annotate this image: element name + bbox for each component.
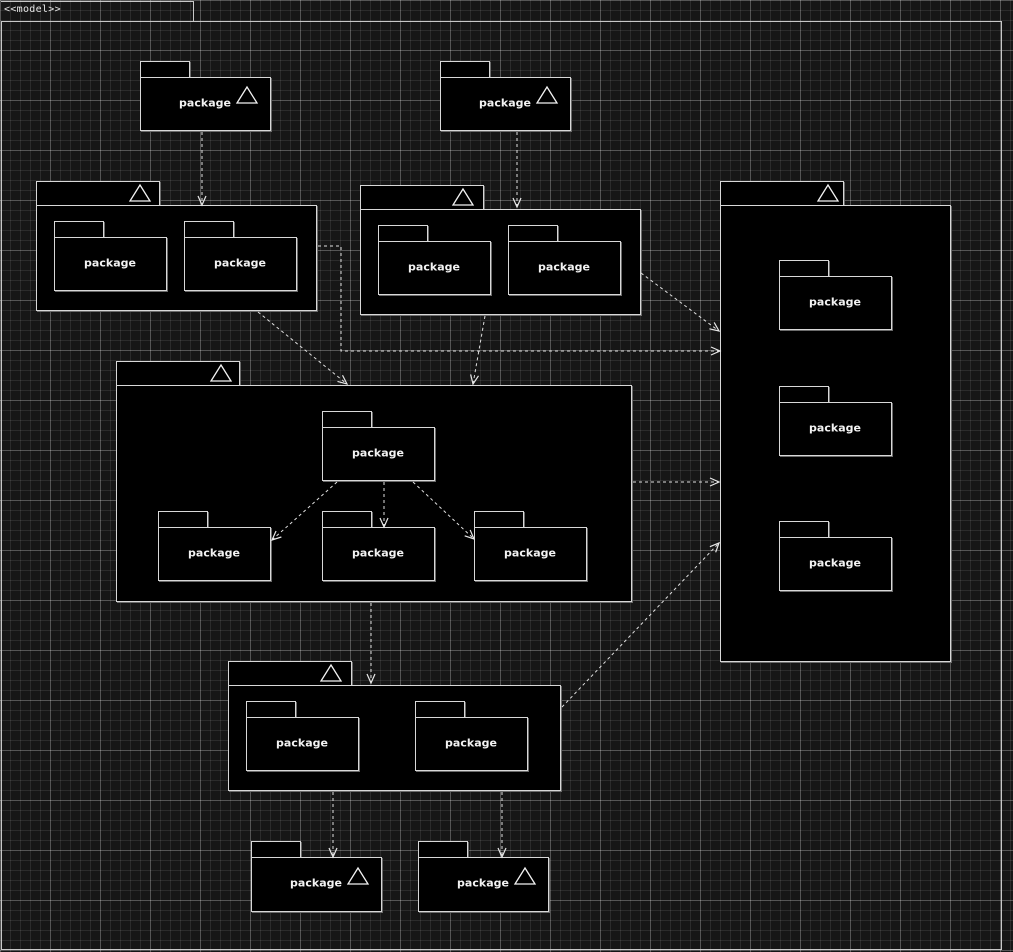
- triangle-icon: [235, 85, 259, 104]
- package-a1-label: package: [84, 256, 136, 270]
- package-b2-tab[interactable]: [508, 225, 558, 242]
- package-r3[interactable]: [779, 537, 892, 591]
- package-top-2-label: package: [479, 96, 531, 110]
- triangle-icon: [209, 363, 233, 382]
- dependency-arrow: [270, 481, 338, 541]
- package-a2[interactable]: [184, 237, 297, 291]
- dependency-arrow: [257, 311, 349, 385]
- package-r2-label: package: [809, 421, 861, 435]
- package-d1[interactable]: [246, 717, 359, 771]
- package-b2-label: package: [538, 260, 590, 274]
- triangle-icon: [319, 663, 343, 682]
- triangle-icon: [346, 866, 370, 885]
- triangle-icon: [535, 85, 559, 104]
- package-c3-tab[interactable]: [474, 511, 524, 528]
- package-c-top-label: package: [352, 446, 404, 460]
- package-d1-label: package: [276, 736, 328, 750]
- triangle-icon: [128, 183, 152, 202]
- dependency-arrow: [640, 272, 721, 332]
- container-c-tab[interactable]: [116, 361, 240, 386]
- package-c2-label: package: [352, 546, 404, 560]
- package-r2[interactable]: [779, 402, 892, 456]
- container-r-tab[interactable]: [720, 181, 844, 206]
- package-r3-label: package: [809, 556, 861, 570]
- package-top-1[interactable]: [140, 77, 271, 131]
- model-frame-tab: [1, 1, 194, 21]
- package-top-1-tab[interactable]: [140, 61, 190, 78]
- package-r3-tab[interactable]: [779, 521, 829, 538]
- package-a2-label: package: [214, 256, 266, 270]
- package-d2-tab[interactable]: [415, 701, 465, 718]
- package-r1[interactable]: [779, 276, 892, 330]
- package-d2[interactable]: [415, 717, 528, 771]
- package-a2-tab[interactable]: [184, 221, 234, 238]
- package-b1-label: package: [408, 260, 460, 274]
- triangle-icon: [816, 183, 840, 202]
- dependency-arrow: [318, 245, 722, 356]
- package-c2-tab[interactable]: [322, 511, 372, 528]
- package-c1[interactable]: [158, 527, 271, 581]
- package-bottom-2-tab[interactable]: [418, 841, 468, 858]
- package-b1-tab[interactable]: [378, 225, 428, 242]
- package-b1[interactable]: [378, 241, 491, 295]
- package-c2[interactable]: [322, 527, 435, 581]
- package-r1-label: package: [809, 295, 861, 309]
- package-top-1-label: package: [179, 96, 231, 110]
- package-c1-tab[interactable]: [158, 511, 208, 528]
- package-bottom-1-tab[interactable]: [251, 841, 301, 858]
- dependency-arrow: [412, 481, 476, 541]
- package-c-top[interactable]: [322, 427, 435, 481]
- package-b2[interactable]: [508, 241, 621, 295]
- package-a1[interactable]: [54, 237, 167, 291]
- package-top-2[interactable]: [440, 77, 571, 131]
- package-top-2-tab[interactable]: [440, 61, 490, 78]
- package-c3[interactable]: [474, 527, 587, 581]
- package-bottom-1-label: package: [290, 876, 342, 890]
- triangle-icon: [513, 866, 537, 885]
- package-a1-tab[interactable]: [54, 221, 104, 238]
- model-frame: [1, 21, 1002, 950]
- package-d1-tab[interactable]: [246, 701, 296, 718]
- model-frame-label: <<model>>: [4, 4, 61, 15]
- package-r2-tab[interactable]: [779, 386, 829, 403]
- dependency-arrow: [470, 315, 486, 386]
- package-d2-label: package: [445, 736, 497, 750]
- package-c1-label: package: [188, 546, 240, 560]
- package-c-top-tab[interactable]: [322, 411, 372, 428]
- triangle-icon: [451, 187, 475, 206]
- package-c3-label: package: [504, 546, 556, 560]
- package-r1-tab[interactable]: [779, 260, 829, 277]
- package-bottom-2-label: package: [457, 876, 509, 890]
- dependency-arrow: [561, 541, 721, 708]
